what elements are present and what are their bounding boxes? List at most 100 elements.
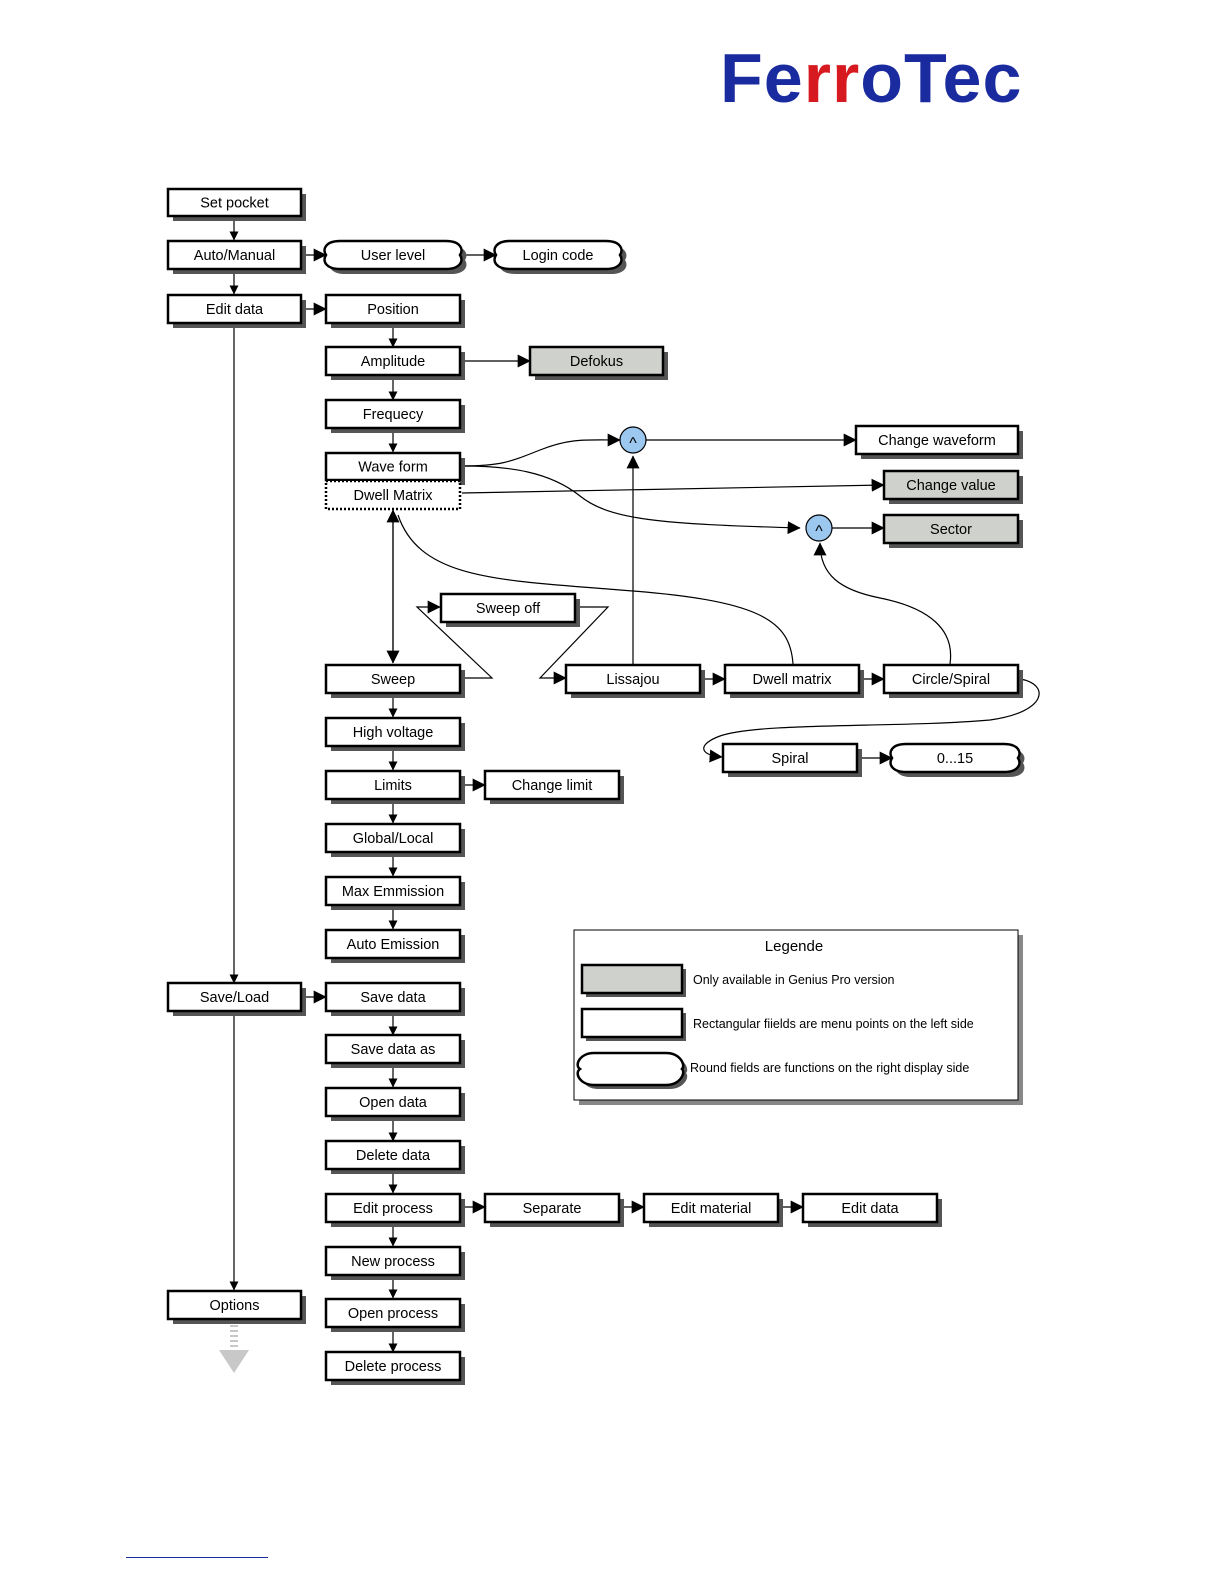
box-label-sweep-off: Sweep off	[476, 601, 541, 617]
legend: Legende Only available in Genius Pro ver…	[573, 929, 1023, 1105]
box-separate: Separate	[483, 1192, 624, 1227]
box-save-data-as: Save data as	[324, 1033, 465, 1068]
box-frame	[166, 981, 303, 1013]
box-label-high-voltage: High voltage	[353, 725, 434, 741]
box-label-save-data-as: Save data as	[351, 1042, 436, 1058]
box-label-change-value: Change value	[906, 478, 996, 494]
box-edit-process: Edit process	[324, 1192, 465, 1227]
box-frame	[324, 1033, 462, 1065]
box-label-edit-data: Edit data	[206, 302, 264, 318]
options-continue-arrow	[219, 1320, 249, 1373]
junction-1: ^	[619, 426, 647, 454]
box-lissajou: Lissajou	[564, 663, 705, 698]
connector	[538, 606, 610, 685]
logo-wordmark: FerroTec	[720, 39, 1022, 117]
connector	[703, 678, 1040, 763]
box-frame	[882, 513, 1020, 545]
box-max-emmission: Max Emmission	[324, 875, 465, 910]
box-frame	[324, 875, 462, 907]
box-open-process: Open process	[324, 1297, 465, 1332]
box-frame	[493, 239, 623, 271]
box-delete-process: Delete process	[324, 1350, 465, 1385]
box-frame	[324, 451, 462, 482]
box-sweep-off: Sweep off	[439, 592, 580, 627]
box-frame	[324, 716, 462, 748]
box-frame	[854, 424, 1020, 456]
box-change-waveform: Change waveform	[854, 424, 1023, 459]
legend-item-round: Round fields are functions on the right …	[690, 1061, 969, 1075]
box-frame	[324, 479, 462, 511]
box-frame	[324, 1139, 462, 1171]
box-label-lissajou: Lissajou	[606, 672, 659, 688]
connector	[415, 600, 494, 679]
box-high-voltage: High voltage	[324, 716, 465, 751]
box-label-amplitude: Amplitude	[361, 354, 425, 370]
box-frequecy: Frequecy	[324, 398, 465, 433]
box-change-value: Change value	[882, 469, 1023, 504]
box-frame	[882, 663, 1020, 695]
box-set-pocket: Set pocket	[166, 187, 306, 221]
box-frame	[166, 239, 303, 271]
legend-item-rect: Rectangular fiields are menu points on t…	[693, 1017, 974, 1031]
legend-round-swatch	[576, 1051, 685, 1087]
box-frame	[324, 345, 462, 377]
box-delete-data: Delete data	[324, 1139, 465, 1174]
box-label-spiral: Spiral	[771, 751, 808, 767]
box-user-level: User level	[323, 239, 467, 274]
box-frame	[166, 1289, 303, 1321]
box-label-sector: Sector	[930, 522, 972, 538]
box-label-set-pocket: Set pocket	[200, 196, 269, 212]
junction-2: ^	[805, 514, 833, 542]
box-open-data: Open data	[324, 1086, 465, 1121]
box-frame	[889, 742, 1021, 774]
legend-rect-swatch	[580, 1007, 684, 1039]
footer-line	[126, 1557, 268, 1558]
box-options: Options	[166, 1289, 306, 1324]
box-auto-emission: Auto Emission	[324, 928, 465, 963]
box-label-edit-data-2: Edit data	[841, 1201, 899, 1217]
box-label-open-data: Open data	[359, 1095, 428, 1111]
connector	[461, 433, 621, 467]
box-label-circle-spiral: Circle/Spiral	[912, 672, 990, 688]
box-label-auto-emission: Auto Emission	[347, 937, 440, 953]
box-frame	[323, 239, 463, 271]
legend-item-pro: Only available in Genius Pro version	[693, 973, 895, 987]
connector	[397, 514, 794, 665]
box-zero-fifteen: 0...15	[889, 742, 1025, 777]
box-label-delete-process: Delete process	[345, 1359, 442, 1375]
box-label-login-code: Login code	[523, 248, 594, 264]
junction-2-symbol: ^	[815, 523, 823, 540]
box-frame	[324, 293, 462, 325]
legend-title: Legende	[765, 938, 823, 955]
box-save-load: Save/Load	[166, 981, 306, 1016]
box-label-save-data: Save data	[360, 990, 426, 1006]
box-save-data: Save data	[324, 981, 465, 1016]
box-label-position: Position	[367, 302, 419, 318]
box-spiral: Spiral	[721, 742, 862, 777]
box-edit-data-2: Edit data	[801, 1192, 942, 1227]
box-label-open-process: Open process	[348, 1306, 438, 1322]
box-login-code: Login code	[493, 239, 627, 274]
box-frame	[324, 928, 462, 960]
ferrotec-logo: FerroTec	[720, 39, 1022, 117]
box-defokus: Defokus	[528, 345, 668, 380]
box-edit-material: Edit material	[642, 1192, 783, 1227]
box-label-wave-form: Wave form	[358, 460, 428, 476]
box-label-max-emmission: Max Emmission	[342, 884, 444, 900]
box-edit-data: Edit data	[166, 293, 306, 328]
box-label-change-waveform: Change waveform	[878, 433, 996, 449]
box-change-limit: Change limit	[483, 769, 624, 804]
box-frame	[324, 1192, 462, 1224]
box-label-change-limit: Change limit	[512, 778, 593, 794]
box-frame	[324, 981, 462, 1013]
box-label-edit-material: Edit material	[671, 1201, 752, 1217]
box-frame	[324, 1086, 462, 1118]
box-global-local: Global/Local	[324, 822, 465, 857]
box-amplitude: Amplitude	[324, 345, 465, 380]
box-frame	[723, 663, 861, 695]
box-frame	[483, 1192, 621, 1224]
box-sweep: Sweep	[324, 663, 465, 698]
box-dwell-matrix: Dwell Matrix	[324, 479, 462, 511]
